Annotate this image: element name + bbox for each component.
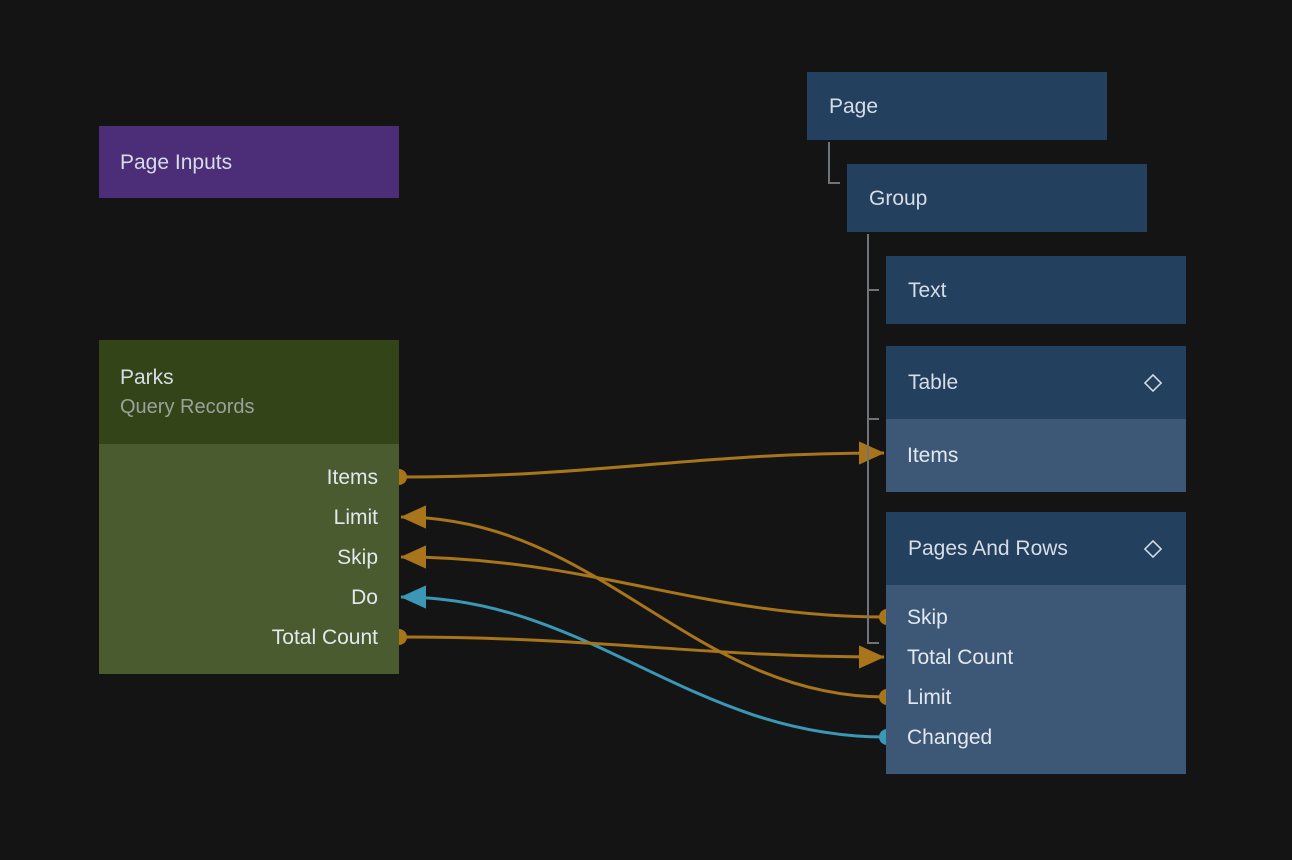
node-pages-and-rows-header: Pages And Rows [886, 512, 1186, 585]
node-parks-title: Parks [120, 366, 174, 389]
port-label-parks-total-count: Total Count [271, 625, 378, 649]
edge-parks-totalcount-to-pages-totalcount [399, 635, 885, 669]
tree-connector-page-to-group-tick [828, 182, 840, 184]
node-parks-body: Items Limit Skip Do Total Count [99, 444, 399, 674]
edge-parks-items-to-table-items [399, 441, 885, 479]
node-page-inputs[interactable]: Page Inputs [99, 126, 399, 198]
node-pages-and-rows[interactable]: Pages And Rows Skip Total Count Limit Ch… [886, 512, 1186, 774]
tree-connector-group-spine [867, 234, 869, 644]
node-group-title: Group [869, 186, 928, 210]
port-label-table-items: Items [907, 443, 959, 467]
port-label-pages-changed: Changed [907, 725, 993, 749]
port-label-parks-do: Do [351, 585, 378, 609]
node-parks[interactable]: Parks Query Records Items Limit Skip Do … [99, 340, 399, 674]
node-parks-header: Parks Query Records [99, 340, 399, 444]
port-label-pages-total-count: Total Count [907, 645, 1014, 669]
node-text[interactable]: Text [886, 256, 1186, 324]
node-text-title: Text [908, 278, 947, 302]
port-label-parks-limit: Limit [333, 505, 378, 529]
edge-pages-limit-to-parks-limit [400, 505, 887, 699]
edge-pages-changed-to-parks-do [400, 585, 887, 739]
port-label-pages-limit: Limit [907, 685, 952, 709]
tree-connector-tick-table [867, 418, 879, 420]
tree-connector-tick-pages [867, 642, 879, 644]
node-table-body: Items [886, 419, 1186, 492]
node-group[interactable]: Group [847, 164, 1147, 232]
node-page[interactable]: Page [807, 72, 1107, 140]
node-parks-subtitle: Query Records [120, 396, 255, 418]
port-label-parks-items: Items [326, 465, 378, 489]
diamond-icon[interactable] [1142, 538, 1164, 560]
port-label-pages-skip: Skip [907, 605, 948, 629]
node-table-title: Table [908, 371, 959, 394]
edge-pages-skip-to-parks-skip [400, 545, 887, 619]
tree-connector-page-to-group [828, 142, 830, 184]
node-page-inputs-title: Page Inputs [120, 150, 233, 174]
node-table-header: Table [886, 346, 1186, 419]
node-table[interactable]: Table Items [886, 346, 1186, 492]
tree-connector-tick-text [867, 289, 879, 291]
node-pages-and-rows-title: Pages And Rows [908, 537, 1068, 560]
node-page-title: Page [829, 94, 879, 118]
node-pages-and-rows-body: Skip Total Count Limit Changed [886, 585, 1186, 774]
port-label-parks-skip: Skip [337, 545, 378, 569]
diamond-icon[interactable] [1142, 372, 1164, 394]
